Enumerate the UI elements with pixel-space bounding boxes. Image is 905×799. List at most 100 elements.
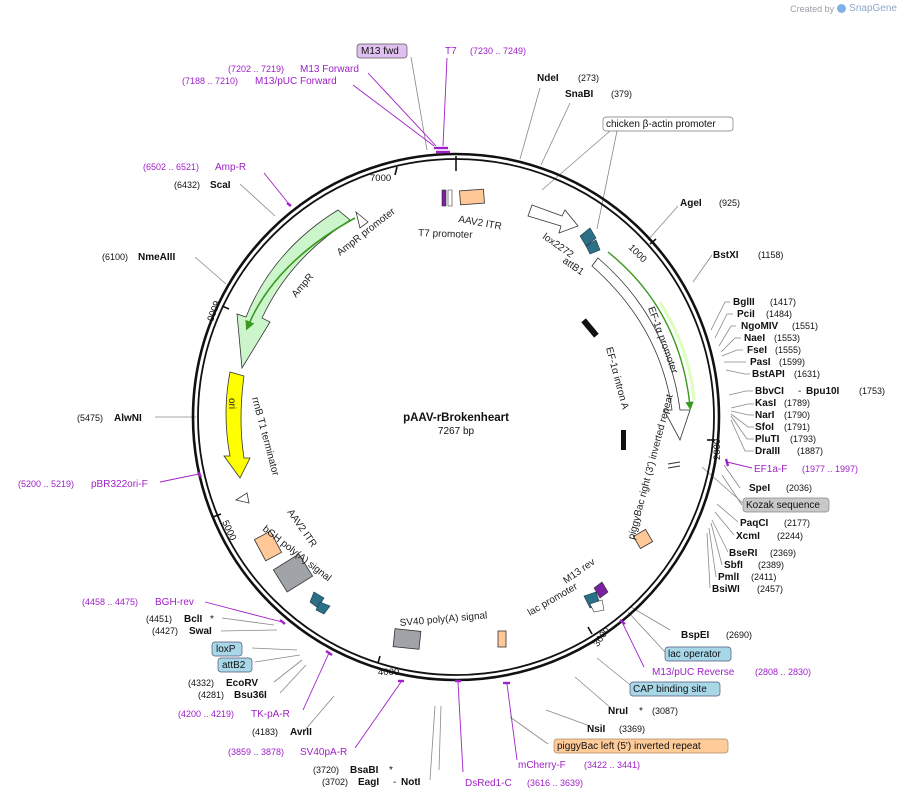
svg-text:(6502 .. 6521): (6502 .. 6521): [143, 162, 199, 172]
primer-sv40pa-r: SV40pA-R: [300, 747, 347, 758]
primer-tk-pa-r: TK-pA-R: [251, 709, 290, 720]
svg-text:(4183): (4183): [252, 727, 278, 737]
svg-text:(1158): (1158): [758, 250, 783, 260]
site-sbfi: SbfI: [724, 560, 743, 571]
site-bbvci: BbvCI: [755, 386, 784, 397]
svg-text:(5475): (5475): [77, 413, 103, 423]
svg-text:(1789): (1789): [784, 398, 810, 408]
piggybac-right-label: piggyBac right (3') inverted repeat: [626, 393, 675, 541]
site-bsu36i: Bsu36I: [234, 690, 267, 701]
svg-text:(6432): (6432): [174, 180, 200, 190]
svg-text:(4281): (4281): [198, 690, 224, 700]
site-nsii: NsiI: [587, 724, 606, 735]
site-avrii: AvrII: [290, 727, 312, 738]
svg-text:(3720): (3720): [313, 765, 339, 775]
site-sfoi: SfoI: [755, 422, 774, 433]
svg-text:(1553): (1553): [774, 333, 800, 343]
site-naei: NaeI: [744, 333, 765, 344]
svg-text:(1599): (1599): [779, 357, 805, 367]
primer-mcherry-f: mCherry-F: [518, 760, 566, 771]
site-noti: NotI: [401, 777, 421, 788]
boxed-labels: M13 fwd chicken β-actin promoter Kozak s…: [211, 43, 830, 754]
svg-text:(925): (925): [719, 198, 740, 208]
svg-text:(2411): (2411): [751, 572, 776, 582]
svg-text:(3087): (3087): [652, 706, 678, 716]
svg-text:(1484): (1484): [766, 309, 792, 319]
svg-text:*: *: [639, 706, 643, 717]
primer-dsred1-c: DsRed1-C: [465, 778, 512, 789]
svg-text:(1417): (1417): [770, 297, 796, 307]
site-scai: ScaI: [210, 180, 231, 191]
site-snabi: SnaBI: [565, 89, 594, 100]
primer-labels: T7 (7230 .. 7249) (7202 .. 7219) M13 For…: [18, 46, 858, 789]
site-fsei: FseI: [747, 345, 767, 356]
svg-text:(6100): (6100): [102, 252, 128, 262]
loxp-box: loxP: [216, 644, 236, 655]
svg-text:*: *: [389, 765, 393, 776]
tick-label-4000: 4000: [378, 667, 399, 678]
tick-label-1000: 1000: [626, 242, 649, 265]
site-agei: AgeI: [680, 198, 702, 209]
site-pmli: PmlI: [718, 572, 739, 583]
svg-text:*: *: [210, 614, 214, 625]
site-pcii: PciI: [737, 309, 755, 320]
svg-text:(1793): (1793): [790, 434, 816, 444]
svg-text:(1555): (1555): [775, 345, 801, 355]
svg-text:(7202 .. 7219): (7202 .. 7219): [228, 64, 284, 74]
chicken-actin-box: chicken β-actin promoter: [606, 119, 716, 130]
site-eagi: EagI: [358, 777, 379, 788]
site-nrui: NruI: [608, 706, 628, 717]
svg-text:(2389): (2389): [758, 560, 784, 570]
site-bsiwi: BsiWI: [712, 584, 740, 595]
svg-text:(2177): (2177): [784, 518, 810, 528]
created-by-text: Created by: [790, 3, 835, 14]
site-nari: NarI: [755, 410, 775, 421]
svg-text:(1977 .. 1997): (1977 .. 1997): [802, 464, 858, 474]
snapgene-logo-icon: [837, 4, 847, 13]
svg-text:(2690): (2690): [726, 630, 752, 640]
svg-text:(2369): (2369): [770, 548, 796, 558]
sv40-polya-label: SV40 poly(A) signal: [399, 610, 487, 629]
site-bpu10i: Bpu10I: [806, 386, 840, 397]
svg-text:(3616 .. 3639): (3616 .. 3639): [527, 778, 583, 788]
svg-text:(2457): (2457): [757, 584, 783, 594]
lac-promoter-label: lac promoter: [526, 581, 580, 619]
site-spei: SpeI: [749, 483, 770, 494]
site-bseri: BseRI: [729, 548, 758, 559]
site-bstapi: BstAPI: [752, 369, 785, 380]
site-paqci: PaqCI: [740, 518, 769, 529]
svg-text:(7230 .. 7249): (7230 .. 7249): [470, 46, 526, 56]
site-swai: SwaI: [189, 626, 212, 637]
m13-rev-label: M13 rev: [561, 557, 597, 587]
svg-text:(273): (273): [578, 73, 599, 83]
svg-text:(2244): (2244): [777, 531, 803, 541]
site-bcli: BclI: [184, 614, 203, 625]
site-xcmi: XcmI: [736, 531, 760, 542]
svg-text:(2036): (2036): [786, 483, 812, 493]
snapgene-brand: SnapGene: [849, 3, 897, 14]
site-nmeaiii: NmeAIII: [138, 252, 175, 263]
svg-text:(2808 .. 2830): (2808 .. 2830): [755, 667, 811, 677]
t7-promoter-label: T7 promoter: [418, 228, 473, 241]
svg-text:(1887): (1887): [797, 446, 823, 456]
site-ndei: NdeI: [537, 73, 559, 84]
tick-label-3000: 3000: [591, 625, 612, 649]
svg-text:(4200 .. 4219): (4200 .. 4219): [178, 709, 234, 719]
svg-text:(5200 .. 5219): (5200 .. 5219): [18, 479, 74, 489]
site-alwni: AlwNI: [114, 413, 142, 424]
svg-text:(379): (379): [611, 89, 632, 99]
site-ngomiv: NgoMIV: [741, 321, 779, 332]
site-bsabi: BsaBI: [350, 765, 379, 776]
svg-text:(1753): (1753): [859, 386, 885, 396]
lox2272-label: lox2272: [540, 231, 575, 260]
svg-text:(1790): (1790): [784, 410, 810, 420]
svg-text:(4451): (4451): [146, 614, 172, 624]
svg-text:-: -: [393, 777, 396, 788]
svg-text:(1791): (1791): [784, 422, 810, 432]
attb2-box: attB2: [222, 660, 246, 671]
svg-text:(4332): (4332): [188, 678, 214, 688]
site-bspei: BspEI: [681, 630, 710, 641]
svg-text:(1551): (1551): [792, 321, 818, 331]
primer-m13-puc-forward: M13/pUC Forward: [255, 76, 337, 87]
